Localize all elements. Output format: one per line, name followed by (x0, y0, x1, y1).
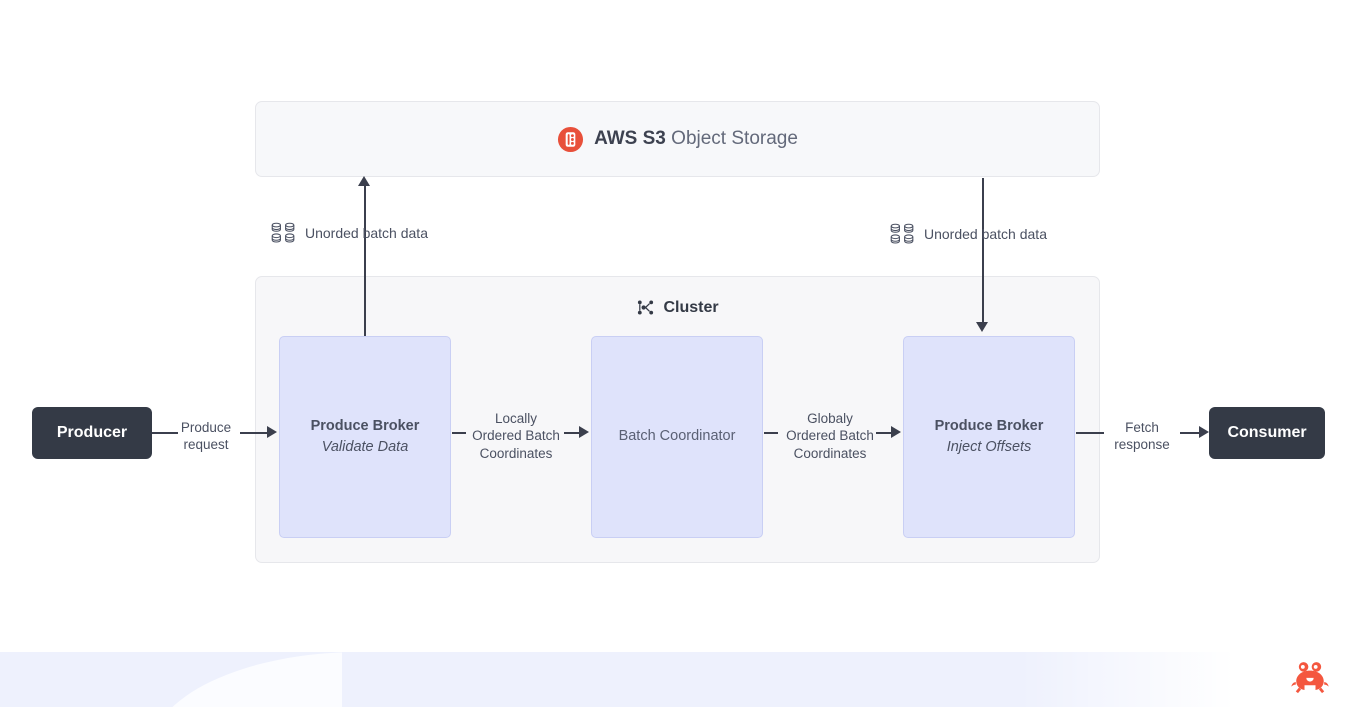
edge-label-line-2: Ordered Batch (786, 428, 874, 444)
edge-label-text: Unorded batch data (305, 225, 428, 241)
connector-b3-consumer-arrowhead (1199, 426, 1209, 438)
connector-b1-c-line-b (564, 432, 580, 434)
aws-s3-icon (557, 126, 584, 153)
node-subtitle: Validate Data (321, 439, 409, 455)
edge-label-unorded-batch-left: Unorded batch data (271, 222, 428, 244)
edge-label-line-2: Ordered Batch (472, 428, 560, 444)
connector-producer-arrowhead (267, 426, 277, 438)
database-grid-icon (890, 223, 915, 245)
cluster-title: Cluster (663, 298, 719, 316)
connector-b3-consumer-line-b (1180, 432, 1200, 434)
aws-s3-container: AWS S3 Object Storage (255, 101, 1100, 177)
connector-b3-consumer-line-a (1076, 432, 1104, 434)
connector-producer-line-a (152, 432, 178, 434)
edge-label-line-1: Produce (180, 420, 232, 435)
edge-label-unorded-batch-right: Unorded batch data (890, 223, 1047, 245)
edge-label-line-3: Coordinates (793, 445, 867, 461)
edge-label-locally-ordered: Locally Ordered Batch Coordinates (456, 410, 576, 462)
footer-decorative-band (0, 652, 1368, 707)
edge-label-line-2: response (1114, 437, 1170, 453)
connector-s3-broker3-arrowhead (976, 322, 988, 332)
database-grid-icon (271, 222, 296, 244)
edge-label-fetch-response: Fetch response (1102, 419, 1182, 454)
aws-s3-suffix: Object Storage (665, 128, 798, 149)
connector-producer-line-b (240, 432, 268, 434)
connector-c-b3-arrowhead (891, 426, 901, 438)
endpoint-label: Consumer (1227, 424, 1307, 441)
connector-broker1-s3-line (364, 186, 366, 336)
node-title: Produce Broker (934, 417, 1044, 434)
cluster-network-icon (636, 298, 655, 317)
edge-label-line-3: Coordinates (479, 445, 553, 461)
node-produce-broker-inject[interactable]: Produce Broker Inject Offsets (903, 336, 1075, 538)
endpoint-consumer[interactable]: Consumer (1209, 407, 1325, 459)
band-arc-mask (342, 652, 1032, 707)
edge-label-line-1: Globaly (807, 411, 853, 426)
node-batch-coordinator[interactable]: Batch Coordinator (591, 336, 763, 538)
endpoint-producer[interactable]: Producer (32, 407, 152, 459)
connector-c-b3-line-a (764, 432, 778, 434)
aws-s3-header: AWS S3 Object Storage (557, 126, 798, 153)
crab-logo (1288, 655, 1332, 699)
edge-label-text: Unorded batch data (924, 226, 1047, 242)
node-produce-broker-validate[interactable]: Produce Broker Validate Data (279, 336, 451, 538)
connector-c-b3-line-b (876, 432, 892, 434)
aws-s3-title: AWS S3 Object Storage (594, 128, 798, 150)
node-subtitle: Inject Offsets (946, 439, 1032, 455)
endpoint-label: Producer (56, 424, 128, 441)
node-title: Produce Broker (310, 417, 420, 434)
connector-s3-broker3-line (982, 178, 984, 323)
edge-label-line-1: Fetch (1125, 420, 1159, 435)
edge-label-line-2: request (183, 437, 229, 453)
edge-label-globaly-ordered: Globaly Ordered Batch Coordinates (768, 410, 892, 462)
node-title: Batch Coordinator (618, 428, 736, 445)
edge-label-line-1: Locally (494, 411, 538, 426)
connector-b1-c-line-a (452, 432, 466, 434)
edge-label-produce-request: Produce request (160, 419, 252, 454)
cluster-header: Cluster (256, 298, 1099, 317)
aws-s3-brand: AWS S3 (594, 128, 666, 149)
connector-broker1-s3-arrowhead (358, 176, 370, 186)
connector-b1-c-arrowhead (579, 426, 589, 438)
